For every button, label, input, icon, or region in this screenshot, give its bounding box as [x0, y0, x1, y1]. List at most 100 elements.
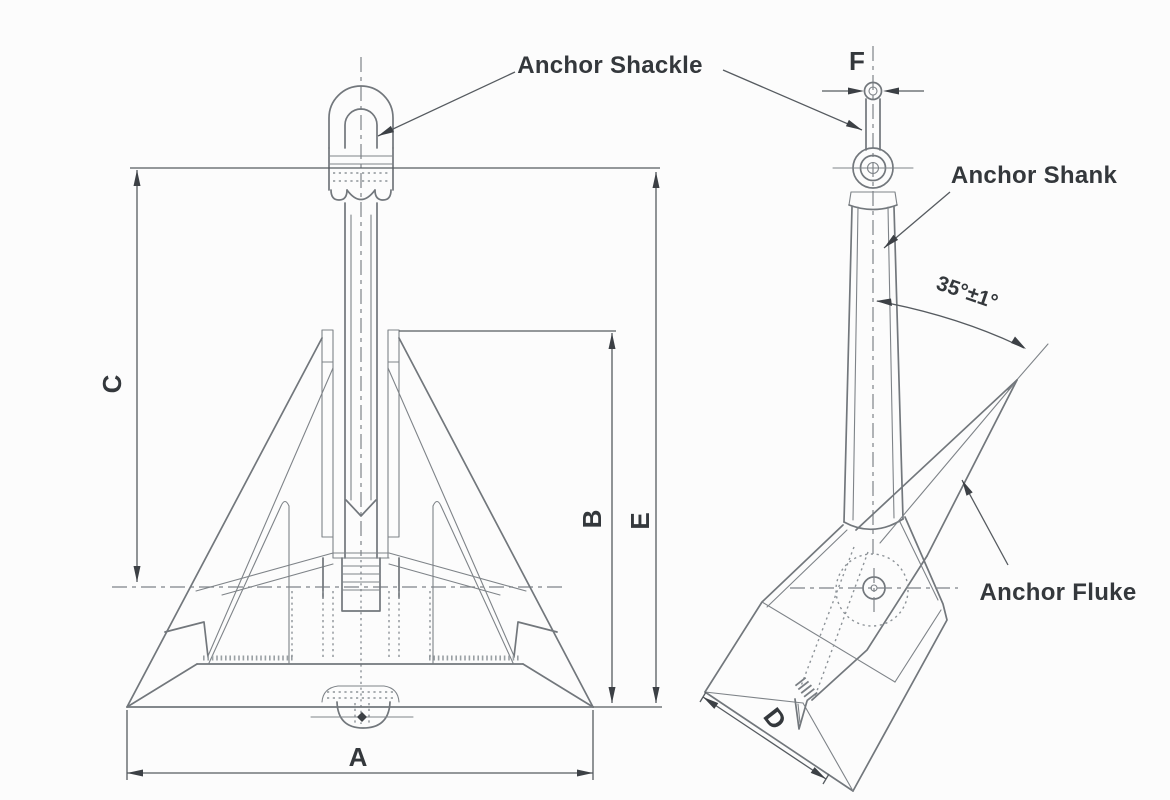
- side-crown-right-edge: [852, 516, 948, 792]
- front-shackle: [328, 85, 394, 201]
- dimensions: C B E A F: [97, 46, 1026, 785]
- shackle-inner-slot: [344, 108, 378, 149]
- boss-cap: [321, 685, 400, 703]
- fluke-tent-lines-right: [388, 552, 527, 596]
- boss-u-profile: [336, 701, 391, 729]
- spike-thread-hatch: [794, 677, 820, 703]
- label-anchor-shackle: Anchor Shackle: [377, 52, 863, 137]
- anchor-shackle-label: Anchor Shackle: [517, 52, 703, 79]
- boss-hidden-verticals: [354, 703, 370, 724]
- dim-d: D: [699, 691, 830, 785]
- part-labels: Anchor Shackle Anchor Shank Anchor Fluke: [377, 52, 1137, 606]
- fluke-heel-left: [164, 621, 209, 658]
- blade-lower-edge: [926, 379, 1018, 557]
- angle-arrow-left: [876, 298, 892, 306]
- angle-arrow-right: [1011, 336, 1026, 349]
- side-shackle: [863, 81, 883, 151]
- shackle-leader-left-arrowhead: [378, 125, 394, 136]
- dim-f-arrow-left: [848, 87, 864, 95]
- pivot-collar-lip: [848, 204, 898, 211]
- dim-e-arrow-top: [652, 172, 660, 188]
- side-view: [704, 46, 1049, 792]
- fluke-hypotenuse-right: [398, 337, 594, 708]
- dim-a-extension-lines: [126, 710, 594, 780]
- dim-c-arrow-bottom: [133, 566, 141, 582]
- blade-upper-edge: [855, 379, 1018, 531]
- side-shackle-bar: [865, 98, 881, 151]
- side-crown: [704, 516, 958, 792]
- side-shank: [843, 206, 904, 531]
- shackle-pin-lines: [328, 155, 394, 165]
- shackle-leader-left: [377, 71, 516, 137]
- fluke-hypotenuse-left: [126, 337, 323, 708]
- crown-corner-right: [522, 663, 594, 708]
- shackle-outer-bow: [328, 85, 394, 149]
- dim-a-arrow-right: [577, 769, 593, 777]
- side-crown-left-edges: [704, 524, 844, 693]
- front-shank-edges: [344, 202, 378, 559]
- fluke-strip-right: [387, 329, 400, 559]
- side-shank-edges: [843, 206, 904, 523]
- side-crown-right-inner: [899, 521, 939, 601]
- fluke-inner-slant-right: [387, 367, 515, 657]
- dim-a-label: A: [349, 742, 368, 772]
- dim-c-label: C: [97, 374, 127, 393]
- dim-d-arrow-lower: [810, 767, 826, 779]
- boss-center-diamond: [357, 712, 367, 722]
- dim-d-line: [702, 696, 827, 780]
- dim-c: C: [97, 167, 660, 582]
- block-thread-lines: [341, 565, 381, 591]
- front-shank: [344, 202, 378, 559]
- label-anchor-fluke: Anchor Fluke: [961, 479, 1137, 606]
- dim-f-label: F: [849, 46, 865, 76]
- dim-d-arrow-upper: [703, 697, 719, 709]
- dim-b-arrow-bottom: [608, 687, 616, 703]
- label-anchor-shank: Anchor Shank: [883, 162, 1117, 249]
- side-crown-brace-2: [894, 609, 942, 683]
- pivot-collar-sides: [848, 191, 898, 206]
- side-crown-left-inner: [766, 529, 848, 608]
- crown-corner-left: [126, 663, 198, 708]
- fluke-leader: [961, 479, 1009, 566]
- fluke-tent-lines-left: [195, 552, 334, 596]
- shackle-leader-right: [722, 69, 863, 131]
- spike-tip: [794, 698, 808, 730]
- fluke-stiffener-right: [432, 500, 514, 664]
- front-centerlines: [112, 57, 565, 724]
- front-swivel-block: [322, 557, 400, 612]
- anchor-fluke-label: Anchor Fluke: [980, 579, 1137, 606]
- dim-a: A: [126, 710, 594, 780]
- fluke-leader-arrowhead: [962, 480, 973, 496]
- side-crown-brace-3: [704, 691, 804, 704]
- dim-a-arrow-left: [127, 769, 143, 777]
- dim-f: F: [822, 46, 924, 95]
- dim-b-arrow-top: [608, 333, 616, 349]
- side-crown-brace-1: [761, 601, 896, 683]
- shackle-leader-right-arrowhead: [845, 119, 862, 130]
- dim-f-arrow-right: [883, 87, 899, 95]
- fluke-stiffener-left: [208, 500, 290, 664]
- dim-e: E: [593, 172, 662, 708]
- spike-tip-inner: [797, 703, 801, 724]
- side-fluke-blade: [811, 343, 1049, 701]
- side-crown-brace-4: [802, 702, 854, 792]
- shackle-foot-left: [330, 189, 348, 201]
- shank-leader-arrowhead: [884, 234, 899, 248]
- dim-e-label: E: [625, 512, 655, 529]
- block-inner: [341, 557, 381, 612]
- dim-c-arrow-top: [133, 170, 141, 186]
- crown-hidden-boss-circle: [835, 553, 909, 627]
- front-crown: [126, 591, 594, 708]
- front-fluke: [126, 329, 594, 708]
- fluke-strip-left: [321, 329, 334, 559]
- side-shank-inner: [852, 206, 895, 521]
- shackle-pin-hidden-lines: [333, 172, 389, 182]
- front-view: [112, 57, 594, 729]
- blade-mid-line: [879, 383, 1015, 544]
- blade-lower-continuation: [811, 555, 928, 701]
- side-pivot: [832, 147, 914, 211]
- fluke-inner-slant-left: [207, 367, 334, 657]
- dim-b-label: B: [577, 510, 607, 529]
